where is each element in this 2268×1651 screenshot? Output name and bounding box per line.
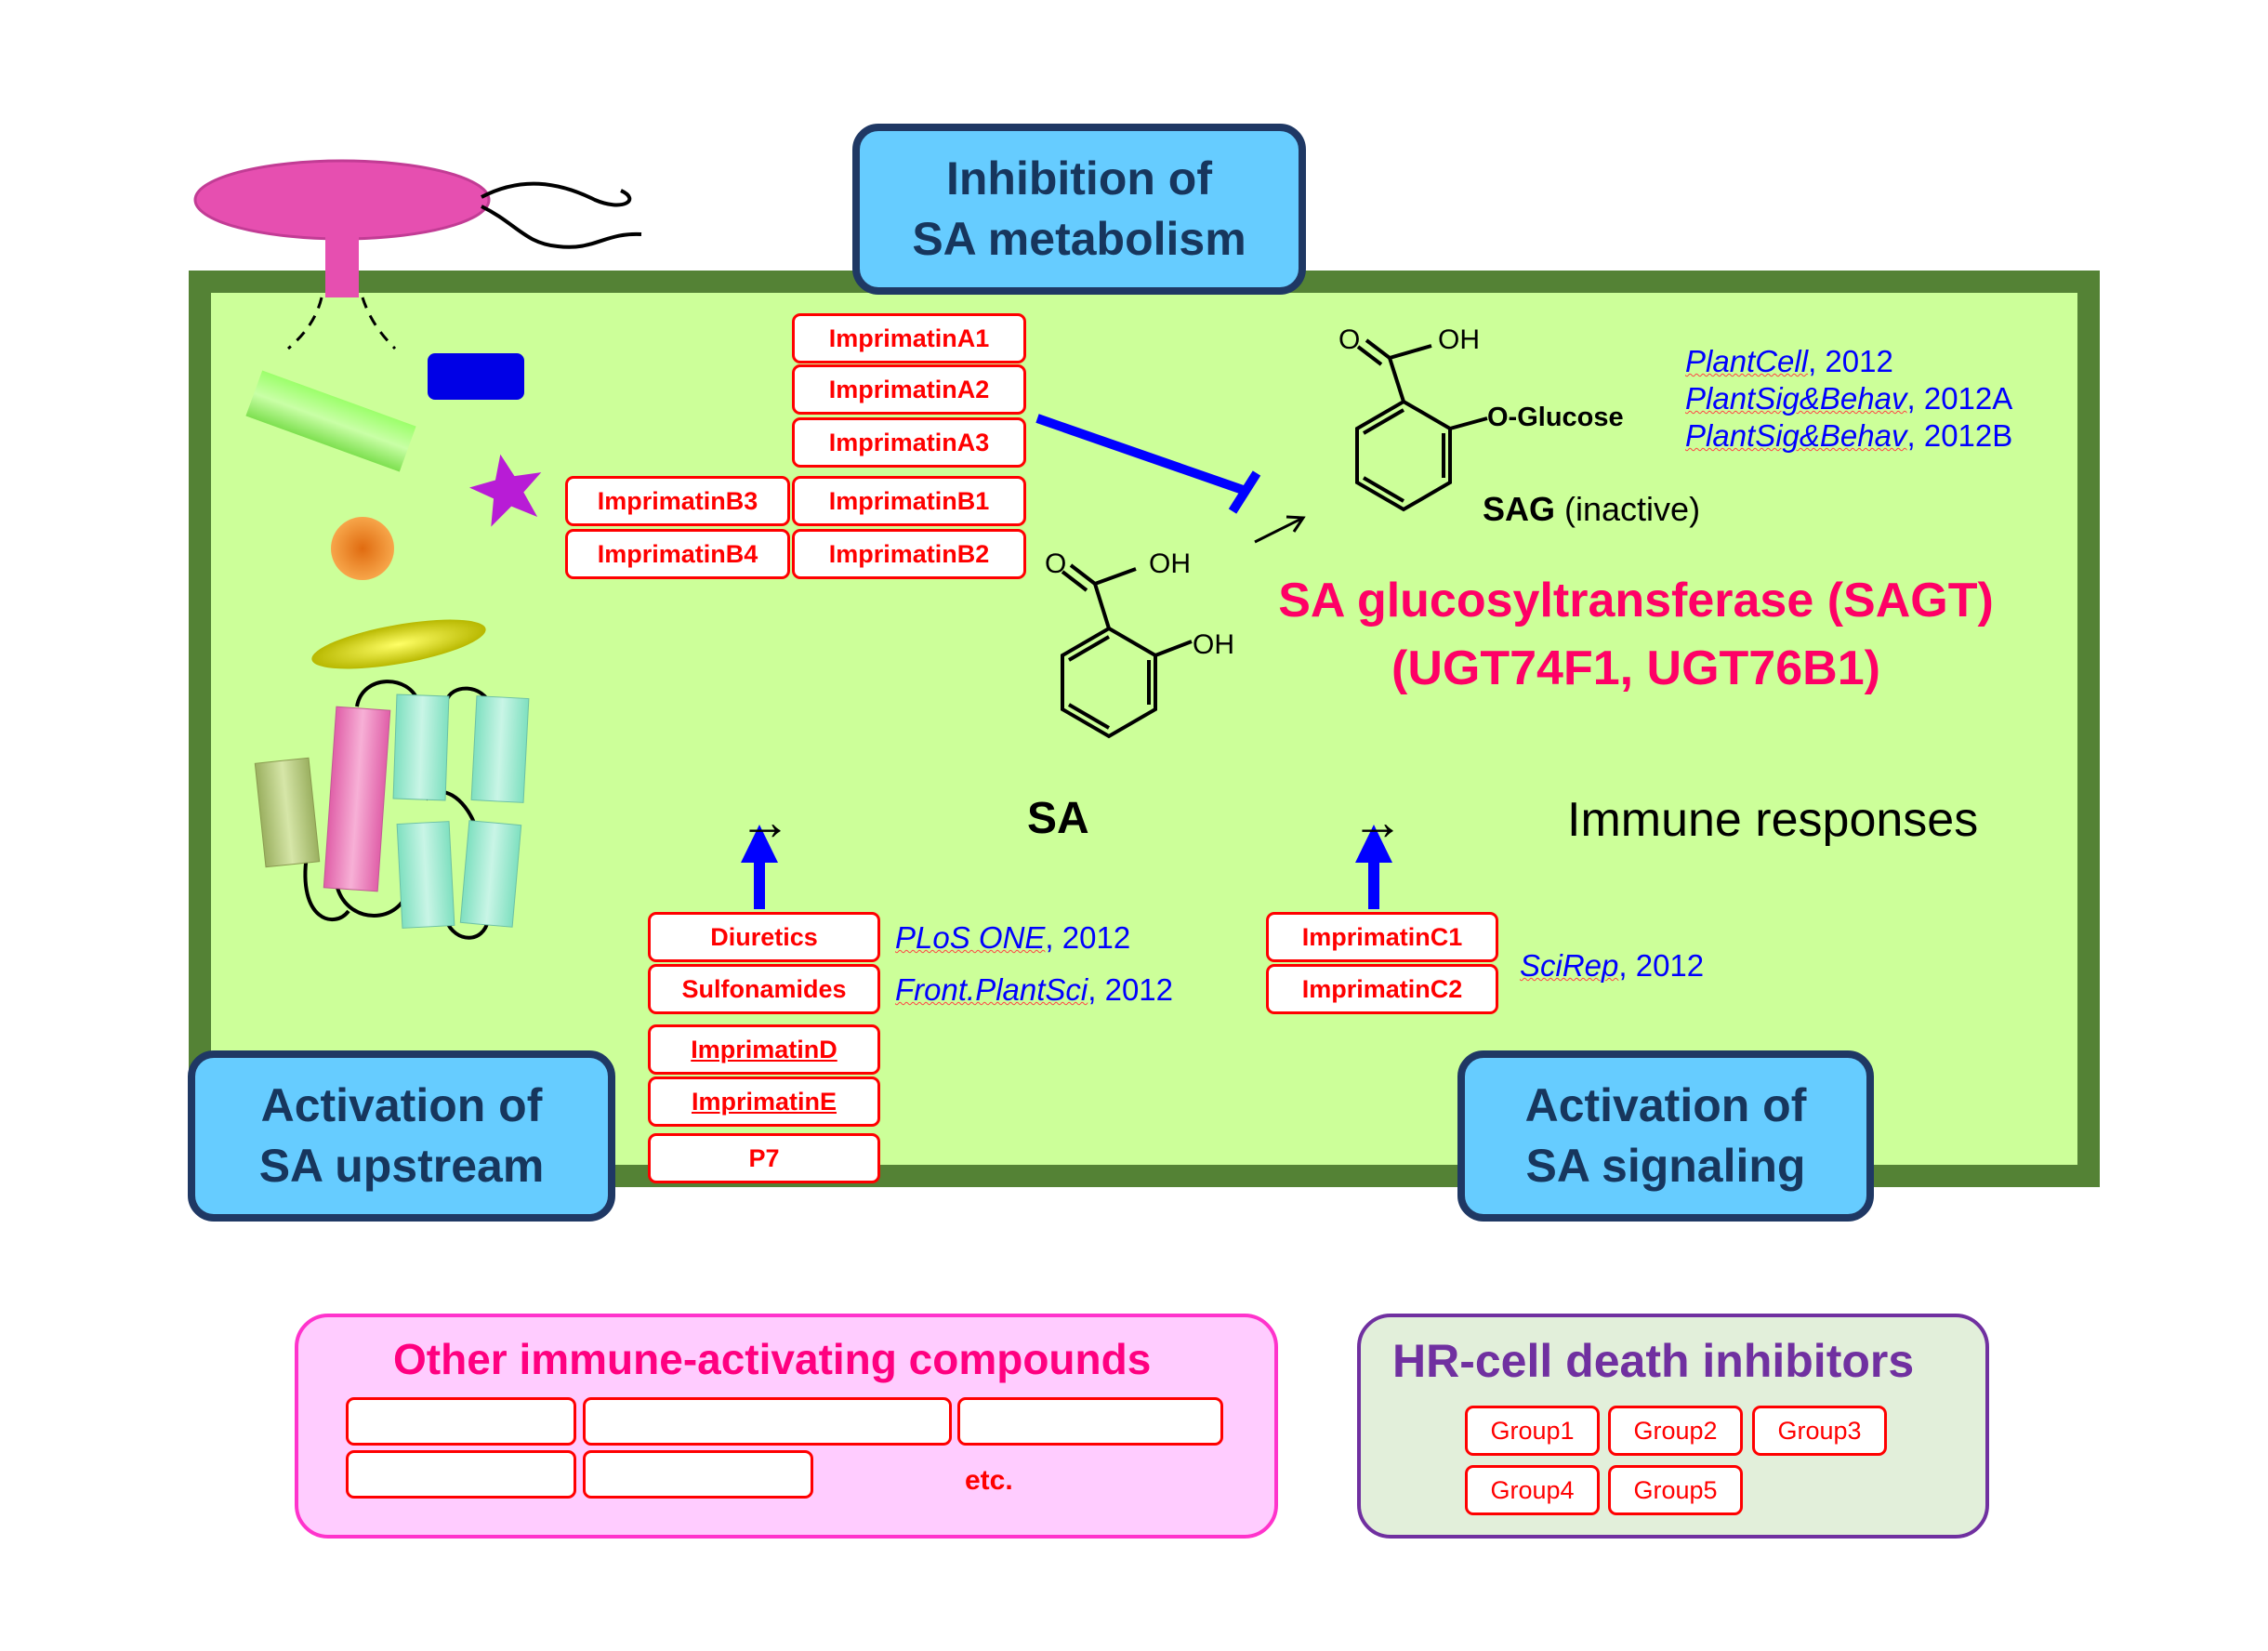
sa-carbonyl-o-label: O bbox=[1045, 548, 1067, 579]
category-activation-sa-upstream: Activation of SA upstream bbox=[188, 1050, 615, 1222]
membrane-protein-complex-icon bbox=[254, 680, 530, 940]
pathway-arrow-2: → bbox=[1352, 792, 1404, 851]
compound-p7: P7 bbox=[648, 1133, 880, 1183]
enzyme-sagt-line2: (UGT74F1, UGT76B1) bbox=[1391, 641, 1880, 695]
compound-imprimatin-e: ImprimatinE bbox=[648, 1076, 880, 1127]
sa-phenol-oh-label: OH bbox=[1193, 629, 1234, 660]
reference-scirep: SciRep, 2012 bbox=[1520, 948, 1705, 983]
hr-inhibitors-title: HR-cell death inhibitors bbox=[1392, 1335, 1915, 1387]
sag-carbonyl-o-label: O bbox=[1338, 324, 1361, 355]
sa-structure-icon bbox=[1061, 563, 1193, 739]
reference-plos-one: PLoS ONE, 2012 bbox=[895, 920, 1131, 955]
group-box: Group1 bbox=[1465, 1406, 1600, 1456]
sag-structure-icon bbox=[1355, 338, 1488, 512]
group-box: Group4 bbox=[1465, 1465, 1600, 1515]
placeholder-compound-box bbox=[583, 1450, 813, 1499]
reference-plantcell: PlantCell, 2012 bbox=[1685, 344, 1893, 378]
placeholder-compound-box bbox=[957, 1397, 1223, 1446]
category-activation-sa-signaling: Activation of SA signaling bbox=[1457, 1050, 1874, 1222]
inhibition-arrow bbox=[1035, 414, 1261, 514]
sag-o-glucose-label: O-Glucose bbox=[1487, 403, 1624, 432]
etc-label: etc. bbox=[965, 1465, 1013, 1496]
compound-imprimatin-c1: ImprimatinC1 bbox=[1266, 912, 1498, 962]
green-signaling-component-icon bbox=[245, 370, 416, 472]
sa-label: SA bbox=[1027, 794, 1089, 843]
placeholder-compound-box bbox=[583, 1397, 952, 1446]
compound-imprimatin-a2: ImprimatinA2 bbox=[792, 364, 1026, 415]
group-box: Group5 bbox=[1608, 1465, 1743, 1515]
enzyme-sagt-line1: SA glucosyltransferase (SAGT) bbox=[1278, 574, 1994, 627]
pathway-arrow-1: → bbox=[739, 792, 791, 851]
signaling-activation-arrow bbox=[1355, 825, 1392, 909]
yellow-molecule-icon bbox=[311, 619, 486, 669]
reference-plantsigbehav-b: PlantSig&Behav, 2012B bbox=[1685, 418, 2013, 453]
placeholder-compound-box bbox=[346, 1397, 576, 1446]
pathogen-receptor-icon bbox=[193, 159, 642, 350]
placeholder-compound-box bbox=[346, 1450, 576, 1499]
purple-star-icon bbox=[469, 454, 542, 527]
compound-imprimatin-b3: ImprimatinB3 bbox=[565, 476, 790, 526]
group-box: Group2 bbox=[1608, 1406, 1743, 1456]
upstream-activation-arrow bbox=[741, 825, 778, 909]
compound-imprimatin-b2: ImprimatinB2 bbox=[792, 529, 1026, 579]
enzyme-sagt-label: SA glucosyltransferase (SAGT) (UGT74F1, … bbox=[1236, 567, 2036, 703]
immune-responses-label: Immune responses bbox=[1567, 793, 1979, 847]
compound-imprimatin-d: ImprimatinD bbox=[648, 1024, 880, 1075]
reference-front-plantsci: Front.PlantSci, 2012 bbox=[895, 972, 1173, 1007]
blue-signaling-component-icon bbox=[428, 353, 524, 400]
compound-diuretics: Diuretics bbox=[648, 912, 880, 962]
reference-plantsigbehav-a: PlantSig&Behav, 2012A bbox=[1685, 381, 2013, 416]
group-box: Group3 bbox=[1752, 1406, 1887, 1456]
other-compounds-title: Other immune-activating compounds bbox=[393, 1335, 1152, 1383]
compound-imprimatin-a3: ImprimatinA3 bbox=[792, 417, 1026, 468]
compound-sulfonamides: Sulfonamides bbox=[648, 964, 880, 1014]
orange-molecule-icon bbox=[331, 517, 394, 580]
compound-imprimatin-c2: ImprimatinC2 bbox=[1266, 964, 1498, 1014]
sag-label: SAG (inactive) bbox=[1483, 490, 1701, 528]
compound-imprimatin-b1: ImprimatinB1 bbox=[792, 476, 1026, 526]
category-inhibition-sa-metabolism: Inhibition of SA metabolism bbox=[852, 124, 1306, 295]
sa-oh-label: OH bbox=[1149, 548, 1191, 579]
sag-oh-label: OH bbox=[1438, 324, 1480, 355]
compound-imprimatin-a1: ImprimatinA1 bbox=[792, 313, 1026, 363]
compound-imprimatin-b4: ImprimatinB4 bbox=[565, 529, 790, 579]
sa-to-sag-arrow bbox=[1254, 515, 1306, 544]
